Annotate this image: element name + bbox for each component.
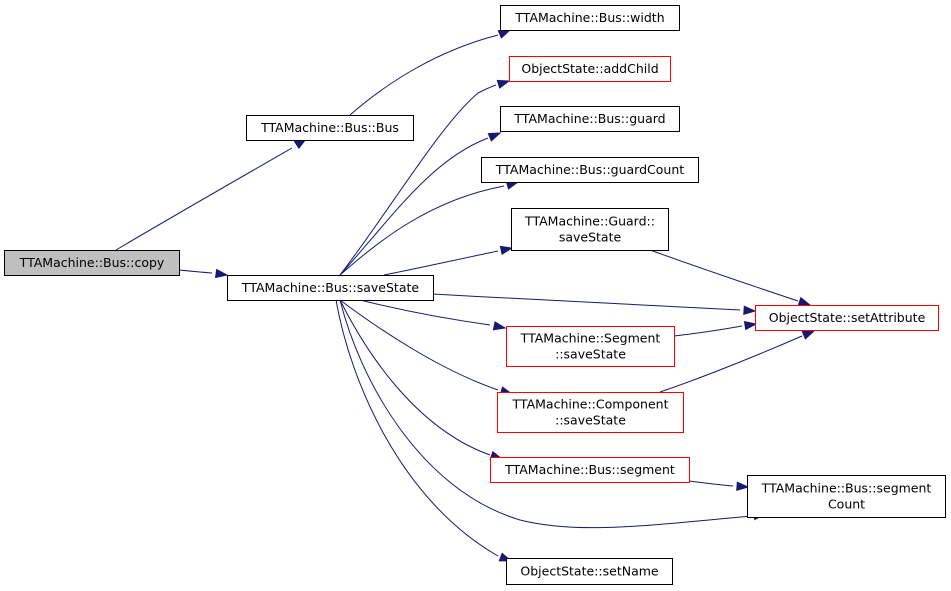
node-guardSave[interactable]: TTAMachine::Guard::saveState bbox=[511, 208, 669, 251]
edge-compSave-to-setAttribute bbox=[659, 330, 816, 393]
node-label: ObjectState::addChild bbox=[521, 61, 658, 76]
node-label: TTAMachine::Component bbox=[512, 397, 669, 412]
node-box bbox=[500, 106, 680, 132]
edge-line bbox=[688, 480, 734, 487]
node-label: Count bbox=[828, 497, 865, 512]
edge-line bbox=[339, 137, 489, 276]
node-label: TTAMachine::Bus::guard bbox=[513, 111, 665, 126]
node-box bbox=[500, 5, 680, 31]
node-copy[interactable]: TTAMachine::Bus::copy bbox=[4, 250, 180, 276]
arrowhead-icon bbox=[492, 321, 507, 331]
node-addChild[interactable]: ObjectState::addChild bbox=[509, 56, 671, 82]
node-label: TTAMachine::Bus::copy bbox=[19, 255, 165, 270]
edge-line bbox=[359, 299, 491, 326]
node-box bbox=[490, 457, 690, 483]
arrowhead-icon bbox=[801, 330, 816, 340]
edge-line bbox=[339, 299, 753, 529]
node-box bbox=[246, 115, 414, 141]
edge-line bbox=[432, 293, 741, 311]
edge-line bbox=[383, 250, 499, 276]
node-label: TTAMachine::Bus::segment bbox=[761, 481, 932, 496]
node-setName[interactable]: ObjectState::setName bbox=[506, 558, 673, 585]
node-segment[interactable]: TTAMachine::Bus::segment bbox=[490, 457, 690, 483]
edge-guardSave-to-setAttribute bbox=[649, 249, 812, 306]
node-bus_ctor[interactable]: TTAMachine::Bus::Bus bbox=[246, 115, 414, 141]
arrowhead-icon bbox=[499, 245, 514, 256]
arrowhead-icon bbox=[487, 132, 502, 142]
edges-layer bbox=[115, 29, 816, 562]
node-label: ::saveState bbox=[555, 413, 626, 428]
node-guard[interactable]: TTAMachine::Bus::guard bbox=[500, 106, 680, 132]
edge-line bbox=[339, 185, 505, 276]
edge-saveState-to-segment bbox=[339, 299, 504, 460]
node-width[interactable]: TTAMachine::Bus::width bbox=[500, 5, 680, 31]
node-box bbox=[506, 326, 675, 367]
edge-line bbox=[659, 335, 803, 393]
edge-line bbox=[349, 34, 499, 116]
arrowhead-icon bbox=[797, 296, 812, 306]
node-label: TTAMachine::Bus::Bus bbox=[260, 120, 399, 135]
node-setAttribute[interactable]: ObjectState::setAttribute bbox=[755, 305, 939, 331]
node-label: TTAMachine::Bus::guardCount bbox=[495, 162, 684, 177]
nodes-layer: TTAMachine::Bus::copy TTAMachine::Bus::Bu… bbox=[4, 5, 946, 585]
node-saveState[interactable]: TTAMachine::Bus::saveState bbox=[227, 275, 434, 301]
edge-saveState-to-addChild bbox=[339, 79, 511, 276]
edge-segSave-to-setAttribute bbox=[673, 320, 758, 337]
node-label: saveState bbox=[559, 230, 622, 245]
node-box bbox=[227, 275, 434, 301]
edge-line bbox=[673, 325, 743, 337]
edge-copy-to-saveState bbox=[178, 268, 229, 279]
arrowhead-icon bbox=[496, 79, 511, 89]
edge-saveState-to-setAttribute bbox=[432, 293, 757, 315]
edge-saveState-to-guardSave bbox=[383, 245, 514, 276]
node-box bbox=[755, 305, 939, 331]
edge-saveState-to-guardCount bbox=[339, 180, 520, 276]
edge-saveState-to-segSave bbox=[359, 299, 507, 331]
arrowhead-icon bbox=[214, 268, 229, 279]
node-box bbox=[4, 250, 180, 276]
arrowhead-icon bbox=[736, 481, 750, 491]
node-box bbox=[506, 558, 673, 585]
edge-line bbox=[335, 299, 499, 557]
edge-line bbox=[339, 299, 491, 456]
node-label: ObjectState::setName bbox=[520, 564, 659, 579]
edge-bus_ctor-to-width bbox=[349, 29, 512, 116]
node-box bbox=[511, 208, 669, 251]
edge-copy-to-bus_ctor bbox=[115, 138, 308, 251]
node-label: TTAMachine::Segment bbox=[520, 331, 661, 346]
edge-line bbox=[115, 147, 293, 251]
edge-line bbox=[178, 269, 213, 274]
arrowhead-icon bbox=[743, 305, 757, 315]
node-box bbox=[747, 475, 946, 518]
edge-segment-to-segCount bbox=[688, 480, 750, 491]
node-box bbox=[497, 392, 684, 433]
node-compSave[interactable]: TTAMachine::Component::saveState bbox=[497, 392, 684, 433]
edge-line bbox=[339, 299, 499, 391]
node-label: TTAMachine::Bus::segment bbox=[504, 462, 675, 477]
node-guardCount[interactable]: TTAMachine::Bus::guardCount bbox=[481, 157, 699, 183]
node-box bbox=[481, 157, 699, 183]
node-label: ::saveState bbox=[555, 347, 626, 362]
node-box bbox=[509, 56, 671, 82]
arrowhead-icon bbox=[497, 29, 512, 39]
edge-line bbox=[339, 84, 497, 276]
node-label: ObjectState::setAttribute bbox=[769, 310, 926, 325]
node-label: TTAMachine::Bus::width bbox=[514, 10, 664, 25]
edge-line bbox=[649, 249, 799, 302]
arrowhead-icon bbox=[743, 320, 758, 331]
node-label: TTAMachine::Guard:: bbox=[524, 214, 655, 229]
edge-saveState-to-guard bbox=[339, 132, 502, 276]
node-segSave[interactable]: TTAMachine::Segment::saveState bbox=[506, 326, 675, 367]
node-label: TTAMachine::Bus::saveState bbox=[241, 280, 419, 295]
